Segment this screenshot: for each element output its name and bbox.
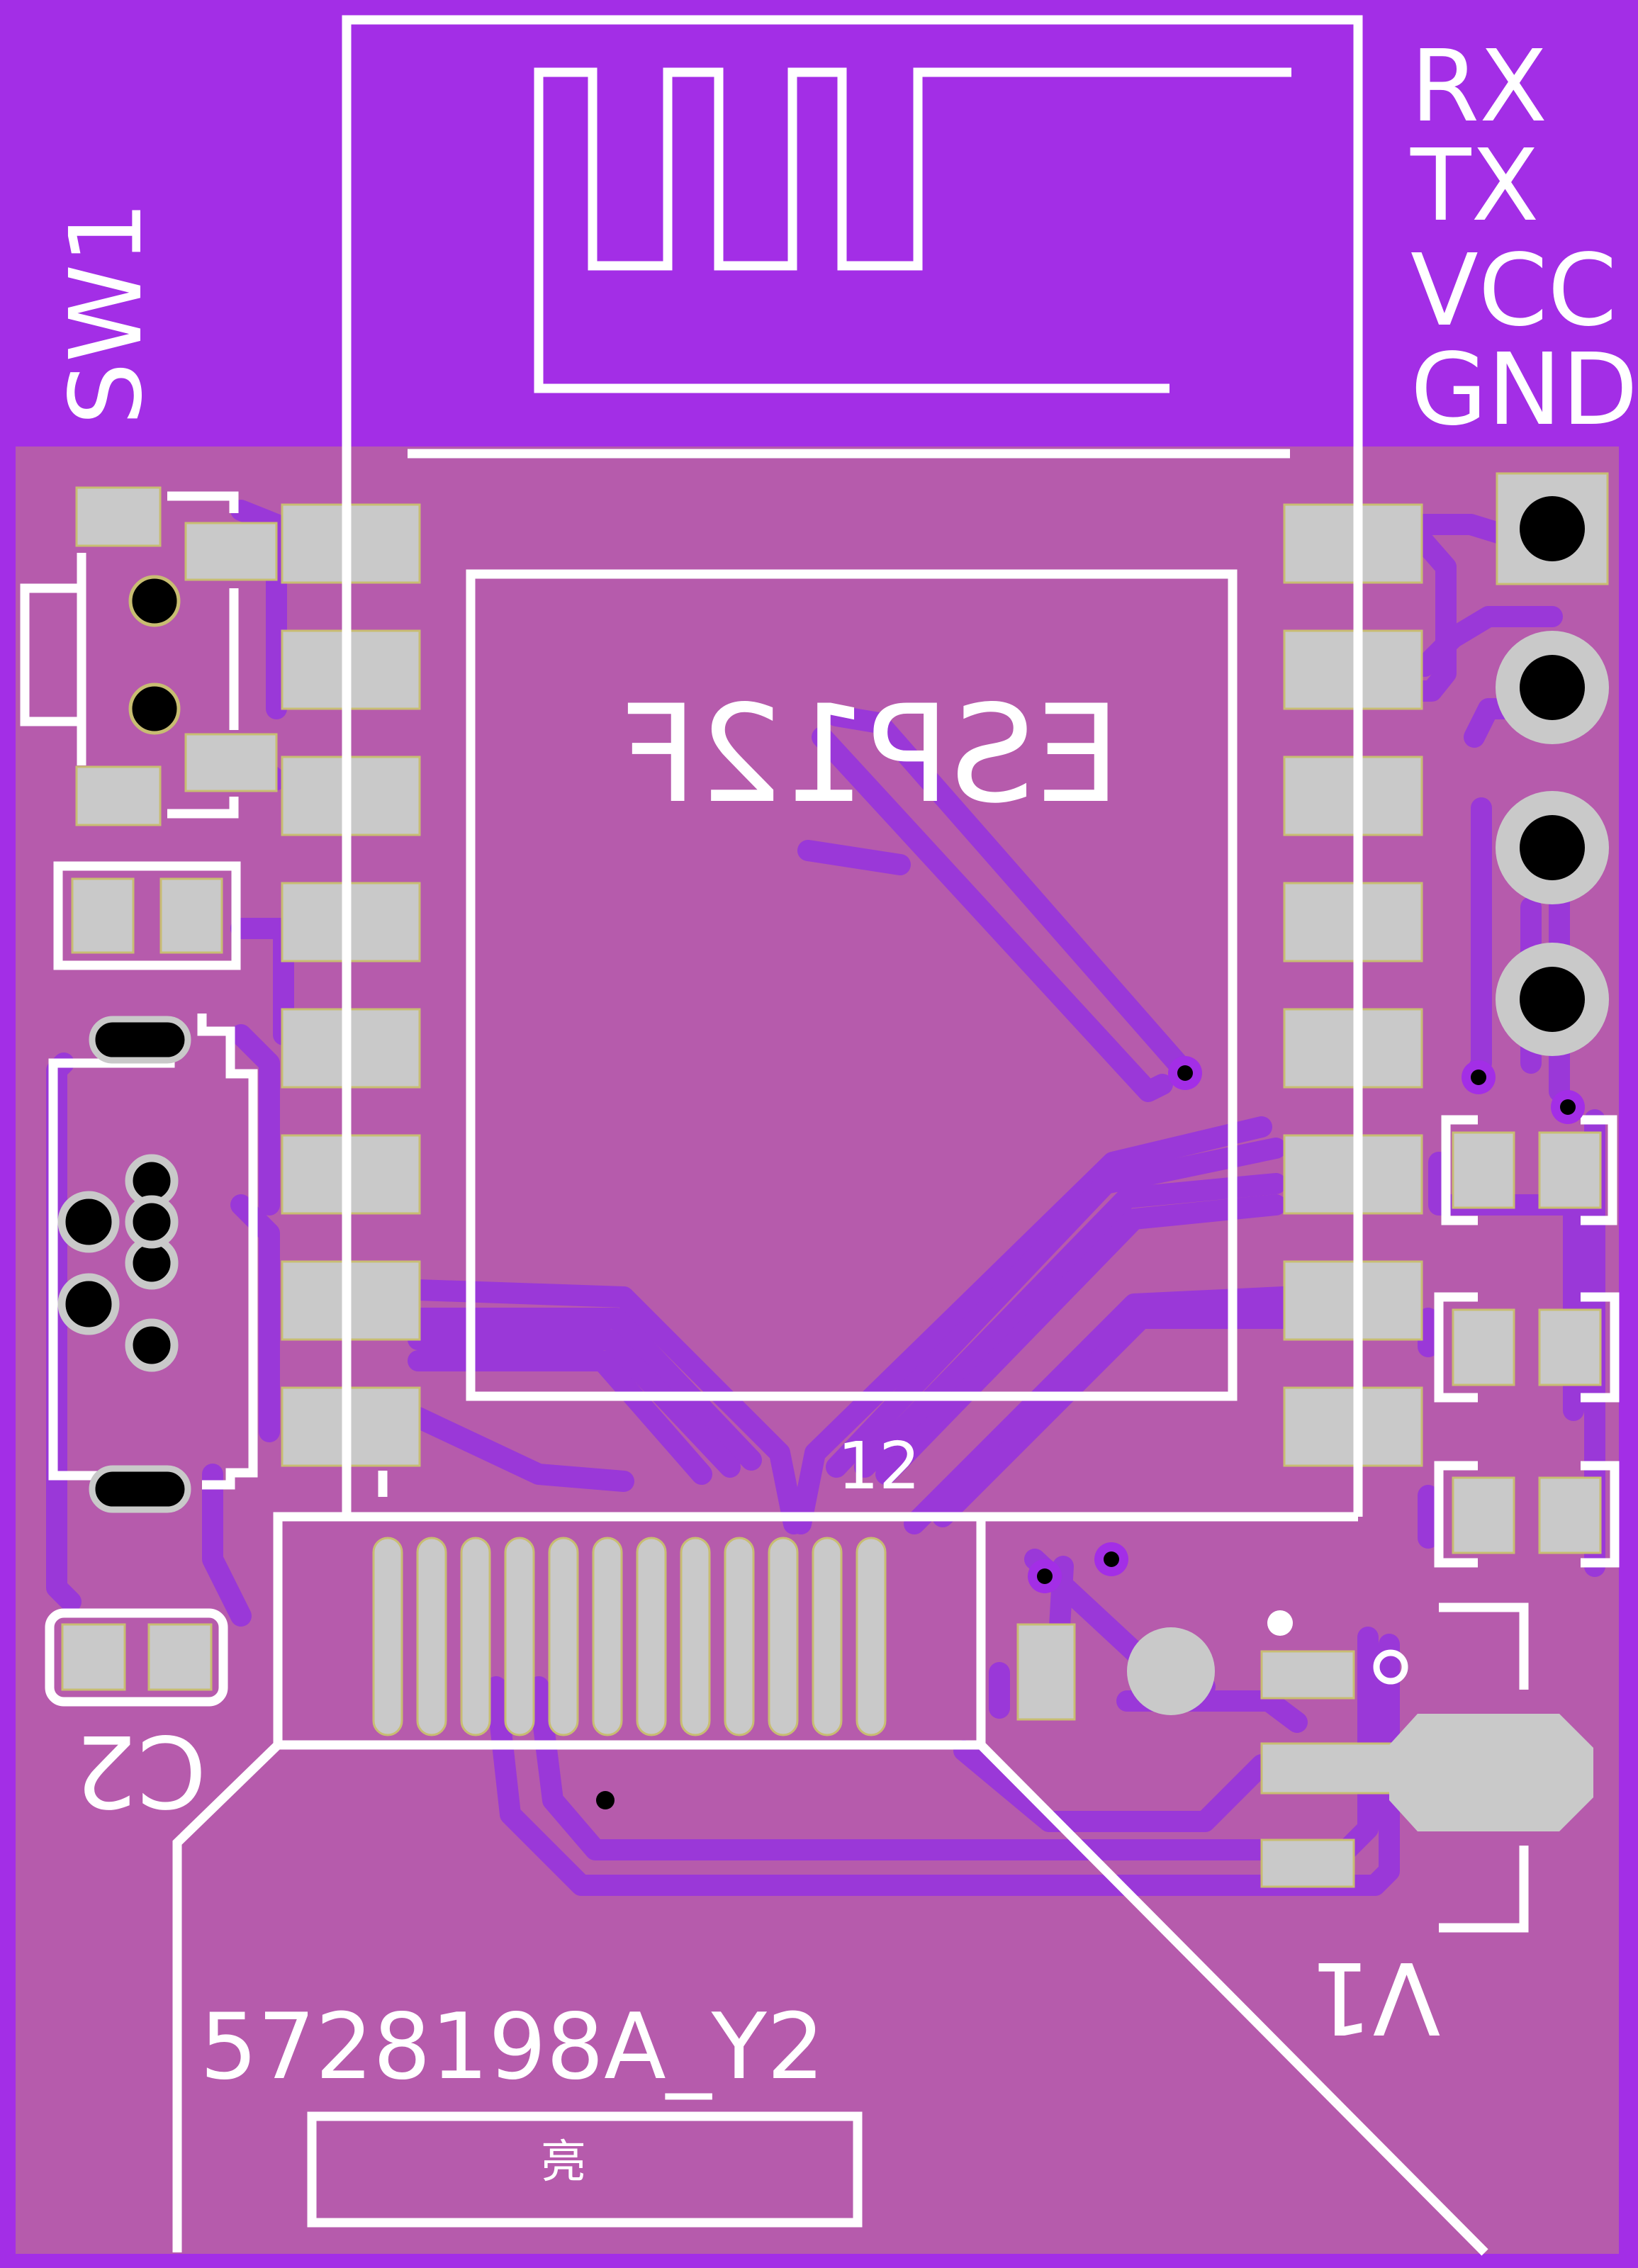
header-pin-1-hole	[1520, 496, 1585, 561]
smd-pair-right-2	[1434, 1292, 1620, 1403]
esp-pad-r6	[1283, 1134, 1423, 1215]
header-pin-3-hole	[1520, 815, 1585, 880]
via-icon	[596, 1056, 1585, 1809]
pcb-meander-antenna-icon	[534, 67, 1291, 393]
tx-label: TX	[1410, 128, 1539, 244]
header-pin-4-hole	[1520, 967, 1585, 1032]
esp-pad-r7	[1283, 1260, 1423, 1341]
esp12f-right-pads	[1283, 503, 1423, 1467]
part-number-label: 5728198A_Y2	[200, 1994, 824, 2100]
sw1-hole-1	[128, 575, 181, 627]
esp-pad-r4	[1283, 882, 1423, 962]
v1-label: V1	[1310, 1939, 1441, 2055]
c2-footprint	[45, 1608, 228, 1707]
smd-pair-left-top	[53, 861, 241, 970]
gnd-label: GND	[1410, 332, 1638, 448]
rx-label: RX	[1410, 29, 1547, 145]
fpc-connector-12	[273, 1512, 986, 1750]
silkscreen-text: SW1 RX TX VCC GND ESP12F 12 C2 V1 572819…	[49, 29, 1638, 2100]
v1-regulator-area	[1016, 1602, 1593, 1933]
header-pin-2-hole	[1520, 655, 1585, 720]
fab-box: 亮	[307, 2111, 863, 2228]
fpc-fingers	[372, 1537, 887, 1736]
esp-pad-r2	[1283, 629, 1423, 710]
sw1-label: SW1	[49, 201, 164, 425]
round-pad	[1127, 1627, 1215, 1715]
copper-pour	[16, 447, 1619, 2254]
esp12f-label: ESP12F	[620, 676, 1121, 833]
fab-box-char: 亮	[541, 2136, 586, 2189]
esp-pad-r3	[1283, 756, 1423, 836]
esp-pad-r8	[1283, 1386, 1423, 1467]
esp-pad-r5	[1283, 1008, 1423, 1089]
pin-count-label: 12	[837, 1428, 920, 1504]
sw1-hole-2	[128, 683, 181, 735]
sw1-footprint	[20, 486, 278, 826]
vcc-label: VCC	[1410, 233, 1617, 349]
micro-usb-connector-icon	[48, 1014, 258, 1513]
esp-pad-r1	[1283, 503, 1423, 584]
smd-pair-right-1	[1441, 1115, 1617, 1225]
c2-label: C2	[74, 1712, 207, 1828]
smd-pair-right-3	[1434, 1461, 1620, 1568]
header-connector	[1496, 472, 1609, 1056]
